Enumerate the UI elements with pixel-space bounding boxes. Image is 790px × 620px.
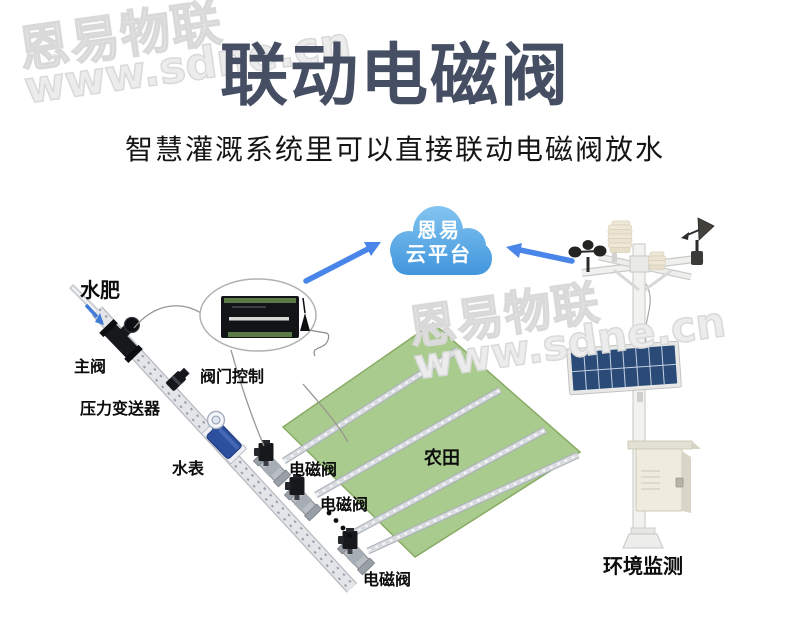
water-meter-device [201, 410, 247, 464]
drip-irrigation-lines [282, 347, 580, 555]
flow-direction-arrow [84, 303, 104, 325]
pressure-transmitter-device [166, 367, 190, 391]
weather-station [566, 217, 715, 549]
valve-controller-callout [199, 278, 330, 357]
solar-panel-icon [566, 340, 682, 396]
control-wires [133, 305, 349, 447]
label-solenoid-valve-2: 电磁阀 [320, 495, 369, 514]
label-water-fertilizer: 水肥 [80, 278, 120, 302]
label-solenoid-valve-3: 电磁阀 [363, 570, 412, 589]
solenoid-valve-3 [336, 528, 376, 576]
label-farmland: 农田 [424, 448, 460, 469]
solenoid-valve-2 [283, 474, 323, 522]
antenna-icon [300, 297, 310, 331]
solenoid-valve-1 [252, 440, 292, 488]
label-solenoid-valve-1: 电磁阀 [289, 460, 338, 479]
page-subtitle: 智慧灌溉系统里可以直接联动电磁阀放水 [124, 133, 665, 166]
cloud-platform-label: 恩易 云平台 [386, 218, 492, 266]
wind-vane-icon [681, 217, 715, 265]
radiation-shield-icon [607, 220, 633, 262]
control-box-icon [627, 440, 701, 513]
cloud-brand-line: 恩易 [417, 218, 461, 242]
radiation-shield-small-icon [648, 251, 666, 270]
label-valve-control: 阀门控制 [200, 367, 265, 386]
uplink-arrow-right [506, 243, 575, 264]
label-water-meter: 水表 [172, 459, 205, 478]
uplink-arrow-left [303, 242, 381, 284]
label-pressure-transmitter: 压力变送器 [80, 399, 161, 418]
farmland-field [281, 322, 582, 558]
label-env-monitoring: 环境监测 [603, 554, 683, 578]
main-valve-device [99, 316, 143, 364]
cloud-icon [390, 206, 492, 275]
page-title: 联动电磁阀 [219, 37, 570, 116]
more-valves-ellipsis [326, 510, 353, 538]
anemometer-icon [568, 240, 607, 272]
cloud-platform-line: 云平台 [406, 242, 472, 266]
label-main-valve: 主阀 [74, 357, 107, 376]
